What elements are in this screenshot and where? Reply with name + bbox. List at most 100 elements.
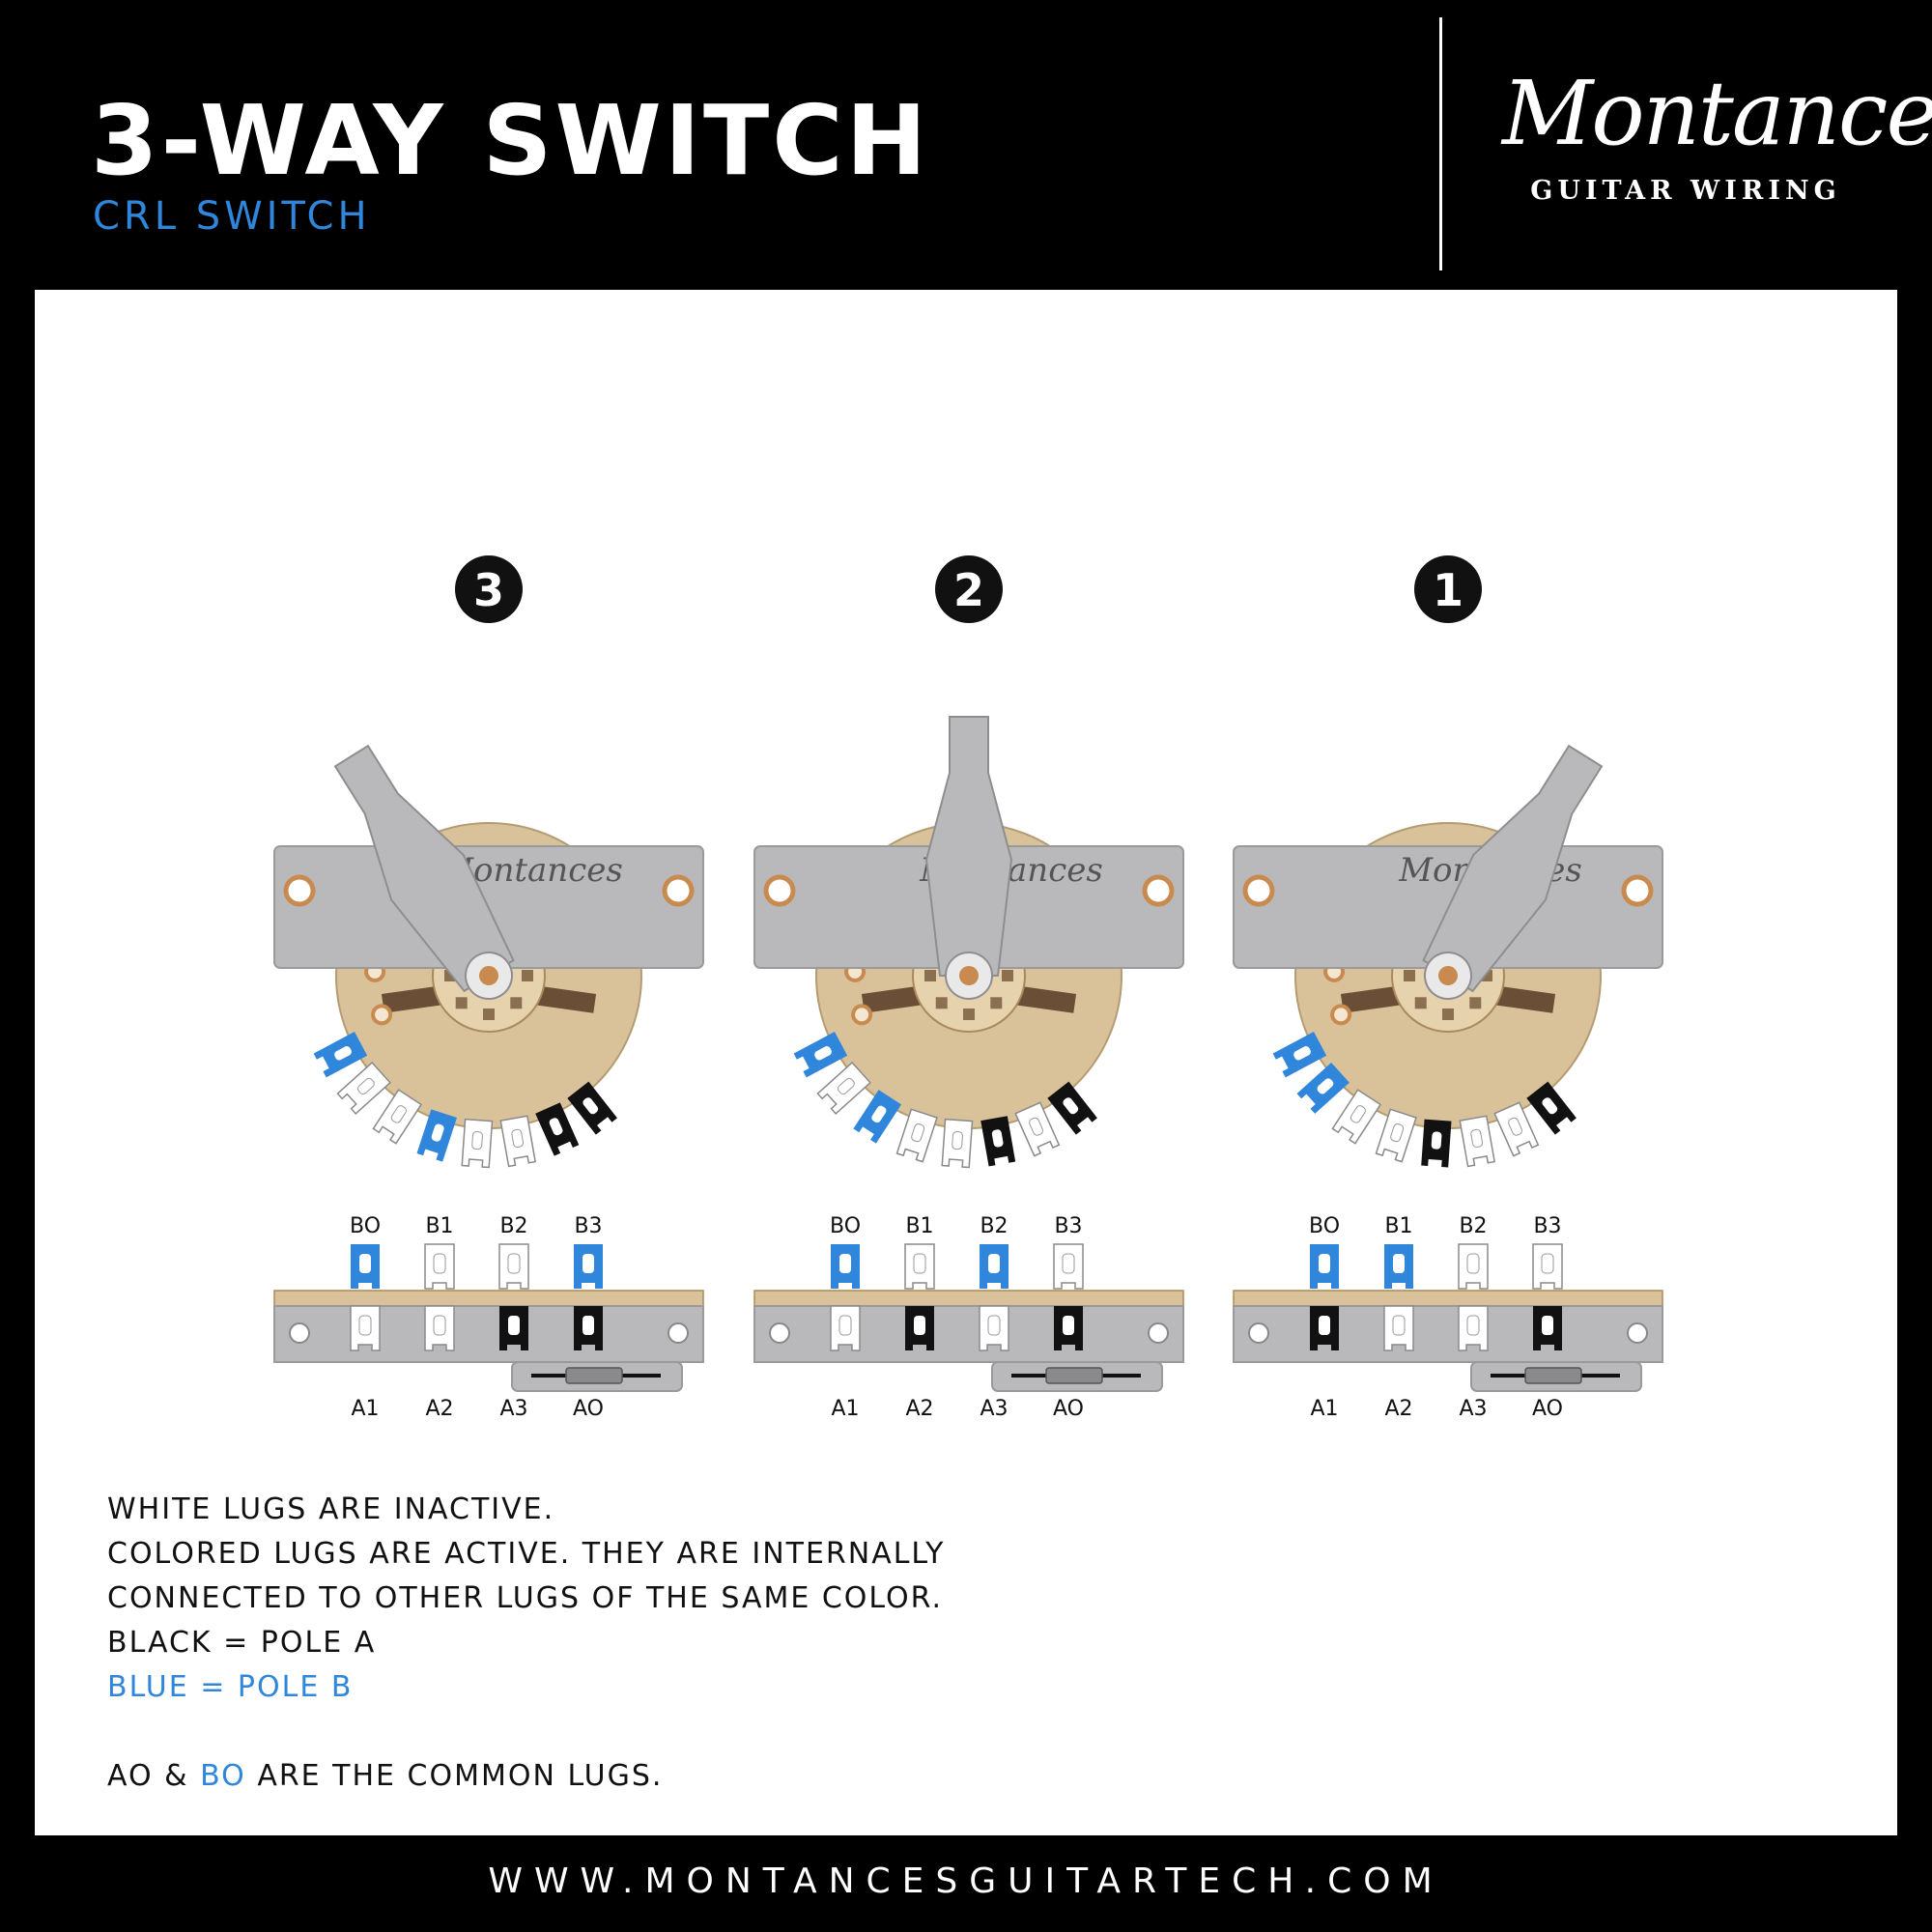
note-spacer bbox=[107, 1710, 1363, 1754]
pole-a-lug-hole bbox=[914, 1316, 925, 1335]
header: 3-WAY SWITCH CRL SWITCH Montances GUITAR… bbox=[0, 0, 1932, 290]
note-common-bo: BO bbox=[200, 1759, 246, 1793]
top-lug-hole bbox=[952, 1131, 963, 1151]
hub-notch bbox=[924, 970, 936, 981]
top-lug bbox=[416, 1109, 457, 1162]
lever-arm bbox=[924, 716, 1013, 977]
top-lug-hole bbox=[471, 1131, 483, 1151]
top-lug bbox=[461, 1118, 494, 1169]
pole-b-lug-hole bbox=[1393, 1254, 1405, 1273]
top-lug-hole bbox=[871, 1105, 887, 1123]
mount-hole-left bbox=[283, 874, 316, 907]
hub-notch bbox=[990, 997, 1003, 1009]
top-lug-hole bbox=[1063, 1097, 1079, 1115]
side-wafer-strip bbox=[753, 1290, 1184, 1307]
top-lug bbox=[1493, 1101, 1540, 1157]
pole-b-label: BO bbox=[830, 1214, 861, 1238]
pole-a-lug-hole bbox=[1542, 1316, 1553, 1335]
detent-spring bbox=[1524, 1367, 1582, 1384]
top-lug bbox=[1375, 1108, 1417, 1163]
pole-b-lug-hole bbox=[839, 1254, 851, 1273]
note-inactive: WHITE LUGS ARE INACTIVE. bbox=[107, 1492, 555, 1526]
pole-b-lug-hole bbox=[1062, 1253, 1075, 1274]
brand-logo-subtitle: GUITAR WIRING bbox=[1530, 176, 1841, 206]
top-lug bbox=[1331, 1089, 1382, 1145]
slider-left bbox=[1340, 984, 1411, 1013]
wafer-eyelet bbox=[1330, 1004, 1352, 1026]
legend-notes: WHITE LUGS ARE INACTIVE. COLORED LUGS AR… bbox=[107, 1488, 1363, 1799]
hub-notch bbox=[510, 997, 523, 1009]
note-common-lugs: AO & BO ARE THE COMMON LUGS. bbox=[107, 1754, 1363, 1799]
note-common-ao: AO & bbox=[107, 1759, 189, 1793]
pole-a-lug-hole bbox=[987, 1315, 1001, 1336]
pole-a-label: A1 bbox=[351, 1397, 379, 1421]
top-lug bbox=[1421, 1119, 1452, 1168]
top-lug-hole bbox=[334, 1046, 352, 1061]
pole-a-lug-hole bbox=[433, 1315, 446, 1336]
top-lug-hole bbox=[431, 1123, 444, 1142]
switch-lever bbox=[1422, 744, 1604, 1000]
pole-b-label: BO bbox=[350, 1214, 381, 1238]
lever-pivot-rivet bbox=[479, 966, 498, 985]
side-wafer-strip bbox=[1233, 1290, 1663, 1307]
switch-lever bbox=[924, 716, 1013, 1000]
pole-a-label: A3 bbox=[980, 1397, 1008, 1421]
pole-b-label: B1 bbox=[425, 1214, 453, 1238]
top-lug bbox=[1014, 1101, 1061, 1157]
pole-b-lug-hole bbox=[1541, 1253, 1554, 1274]
top-lug bbox=[1272, 1032, 1327, 1078]
pole-b-label: B2 bbox=[499, 1214, 527, 1238]
pole-a-lug-hole bbox=[1466, 1315, 1480, 1336]
hub-notch bbox=[935, 997, 948, 1009]
mount-hole-left bbox=[763, 874, 796, 907]
pole-b-lug-hole bbox=[582, 1254, 594, 1273]
pole-b-lug-hole bbox=[433, 1253, 446, 1274]
position-number: 1 bbox=[1433, 564, 1463, 616]
pole-b-lug-hole bbox=[1319, 1254, 1330, 1273]
position-number-badge bbox=[1414, 555, 1482, 623]
hub-notch bbox=[522, 970, 533, 981]
top-lug bbox=[793, 1032, 848, 1078]
pole-a-lug-hole bbox=[838, 1315, 852, 1336]
top-lug-hole bbox=[549, 1118, 563, 1136]
pole-b-label: B3 bbox=[1054, 1214, 1082, 1238]
top-lug-hole bbox=[814, 1046, 832, 1061]
position-number-badge bbox=[935, 555, 1003, 623]
pole-a-label: AO bbox=[573, 1397, 604, 1421]
pole-a-lug-hole bbox=[358, 1315, 372, 1336]
pole-a-label: AO bbox=[1053, 1397, 1084, 1421]
top-lug bbox=[1459, 1115, 1496, 1168]
hub-notch bbox=[483, 1009, 495, 1020]
top-lug-hole bbox=[1029, 1117, 1043, 1136]
footer-url: WWW.MONTANCESGUITARTECH.COM bbox=[488, 1861, 1444, 1901]
detent-spring bbox=[565, 1367, 623, 1384]
top-lug-hole bbox=[1542, 1097, 1558, 1115]
pole-b-lug-hole bbox=[1466, 1253, 1480, 1274]
slider-left bbox=[861, 984, 932, 1013]
pole-b-lug-hole bbox=[507, 1253, 521, 1274]
brand-logo-script: Montances bbox=[1502, 62, 1932, 165]
position-number-badge bbox=[455, 555, 523, 623]
hub-notch bbox=[1442, 1009, 1454, 1020]
page-title: 3-WAY SWITCH bbox=[91, 84, 930, 197]
top-lug-hole bbox=[390, 1105, 407, 1123]
switch-position-1: 1MontancesBOB1B2B3A1A2A3AO bbox=[1233, 555, 1663, 1421]
side-hole-right bbox=[1148, 1322, 1169, 1344]
pole-a-label: A1 bbox=[1310, 1397, 1338, 1421]
lever-arm bbox=[333, 744, 515, 993]
side-hole-left bbox=[289, 1322, 310, 1344]
side-plate bbox=[753, 1305, 1184, 1363]
note-pole-b: BLUE = POLE B bbox=[107, 1670, 354, 1704]
lever-arm bbox=[1422, 744, 1604, 993]
top-lug-hole bbox=[991, 1129, 1004, 1148]
side-hole-right bbox=[668, 1322, 689, 1344]
pole-a-lug-hole bbox=[1392, 1315, 1406, 1336]
pole-b-label: B1 bbox=[1384, 1214, 1412, 1238]
pole-a-label: A3 bbox=[499, 1397, 527, 1421]
top-lug bbox=[313, 1032, 368, 1078]
pole-a-label: A2 bbox=[425, 1397, 453, 1421]
pole-b-label: B3 bbox=[1533, 1214, 1561, 1238]
